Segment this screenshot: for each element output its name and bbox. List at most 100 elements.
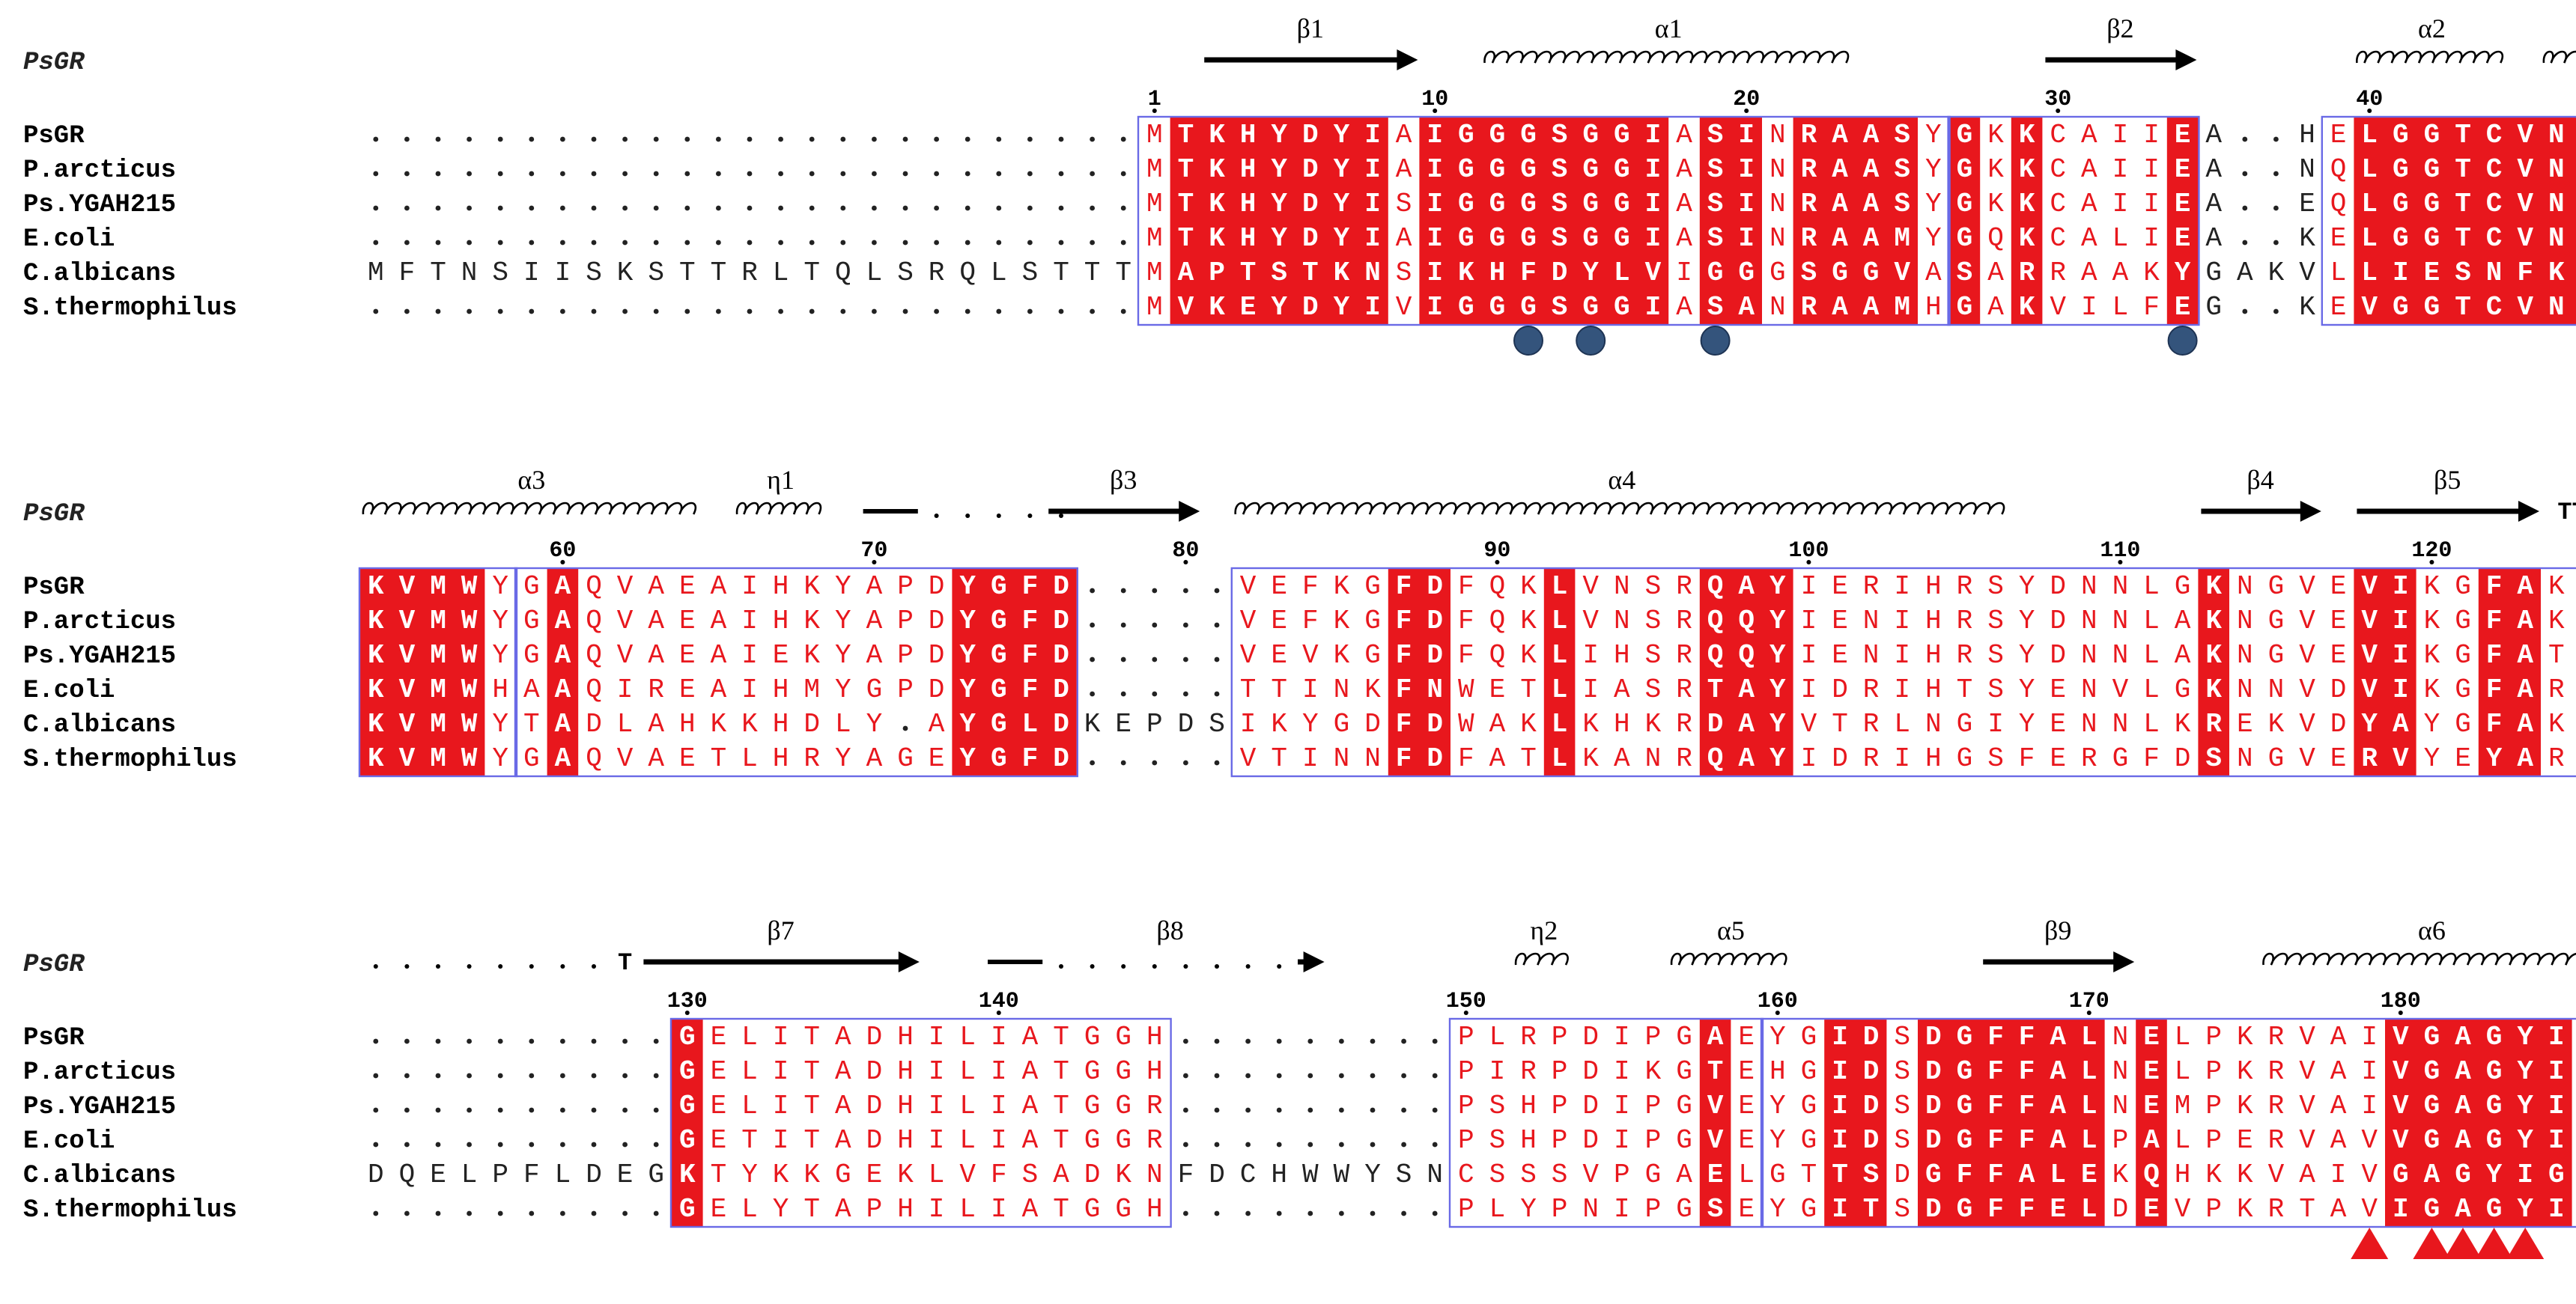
residue: N — [1334, 743, 1350, 774]
residue: E — [1832, 606, 1848, 636]
residue: Y — [2424, 743, 2440, 774]
gap-dot — [622, 240, 628, 246]
residue: V — [617, 571, 634, 602]
gap-dot — [497, 1073, 503, 1079]
residue: G — [2424, 1125, 2440, 1156]
residue: V — [2361, 571, 2378, 602]
residue: F — [991, 1160, 1007, 1190]
residue: F — [523, 1160, 540, 1190]
residue: N — [1427, 674, 1443, 705]
residue: F — [2517, 258, 2533, 288]
residue: D — [1707, 709, 1724, 740]
residue: S — [1271, 258, 1287, 288]
gap-dot — [1276, 1073, 1282, 1079]
residue: L — [2112, 223, 2129, 254]
residue: R — [1957, 606, 1973, 636]
residue: A — [1925, 258, 1942, 288]
gap-dot — [1214, 691, 1220, 697]
residue: A — [1676, 120, 1692, 150]
residue: Y — [1925, 189, 1942, 219]
gap-dot — [1027, 136, 1033, 142]
residue: D — [1053, 606, 1069, 636]
gap-dot — [435, 1038, 441, 1044]
residue: A — [1053, 1160, 1069, 1190]
residue: K — [2424, 640, 2440, 671]
residue: A — [1863, 223, 1880, 254]
residue: G — [1489, 120, 1506, 150]
residue: K — [1334, 606, 1350, 636]
residue: L — [1552, 606, 1568, 636]
gap-dot — [591, 240, 597, 246]
residue: H — [1146, 1056, 1163, 1087]
gap-dot — [497, 136, 503, 142]
residue: D — [1925, 1091, 1942, 1121]
residue: D — [586, 709, 602, 740]
residue: E — [1832, 640, 1848, 671]
residue-number: 10 — [1421, 87, 1448, 112]
residue: I — [1832, 1091, 1848, 1121]
residue: E — [2175, 223, 2191, 254]
residue: H — [1925, 743, 1942, 774]
residue: V — [2299, 640, 2315, 671]
residue: I — [1738, 223, 1755, 254]
residue: A — [2424, 1160, 2440, 1190]
residue: Y — [2019, 709, 2035, 740]
residue: T — [2455, 292, 2471, 323]
residue: E — [1489, 674, 1506, 705]
residue: P — [1614, 1160, 1630, 1190]
conserved-column — [1699, 118, 1762, 324]
residue: N — [1770, 292, 1786, 323]
residue: V — [399, 640, 416, 671]
gap-dot — [653, 240, 659, 246]
residue: N — [2112, 1056, 2129, 1087]
gap-dot — [747, 240, 753, 246]
residue: V — [2299, 709, 2315, 740]
residue: S — [1552, 292, 1568, 323]
residue: E — [2050, 743, 2066, 774]
residue: Y — [2175, 258, 2191, 288]
residue: E — [1832, 571, 1848, 602]
residue: H — [1614, 709, 1630, 740]
residue: V — [1302, 640, 1319, 671]
residue: E — [1707, 1160, 1724, 1190]
residue: A — [2517, 571, 2533, 602]
residue: V — [617, 640, 634, 671]
residue: A — [2175, 640, 2191, 671]
residue: K — [1582, 709, 1599, 740]
residue: G — [2455, 1160, 2471, 1190]
residue: L — [2143, 606, 2160, 636]
residue: E — [679, 571, 696, 602]
residue: L — [2143, 674, 2160, 705]
gap-dot — [902, 240, 908, 246]
residue: A — [1707, 1022, 1724, 1052]
residue: D — [1427, 709, 1443, 740]
gap-dot — [1183, 1142, 1188, 1148]
residue: T — [1240, 258, 1257, 288]
residue: Y — [959, 709, 976, 740]
gap-dot — [1090, 622, 1095, 628]
residue: L — [2175, 1022, 2191, 1052]
gap-dot — [1214, 1107, 1220, 1113]
residue: M — [1894, 223, 1910, 254]
residue: G — [1676, 1194, 1692, 1225]
residue: Y — [835, 640, 851, 671]
residue: V — [1240, 640, 1257, 671]
residue: A — [2081, 223, 2097, 254]
residue: E — [2175, 154, 2191, 185]
residue: H — [773, 606, 789, 636]
residue: G — [2393, 189, 2409, 219]
residue: I — [1427, 120, 1443, 150]
gap-dot — [591, 308, 597, 314]
residue: T — [1178, 120, 1194, 150]
residue: N — [1863, 606, 1880, 636]
residue: Q — [1707, 743, 1724, 774]
residue: F — [1396, 743, 1412, 774]
residue-number: 70 — [860, 538, 887, 564]
residue: Y — [2424, 709, 2440, 740]
residue: D — [1427, 571, 1443, 602]
residue: Y — [773, 1194, 789, 1225]
residue: P — [2205, 1022, 2222, 1052]
residue: V — [1240, 571, 1257, 602]
